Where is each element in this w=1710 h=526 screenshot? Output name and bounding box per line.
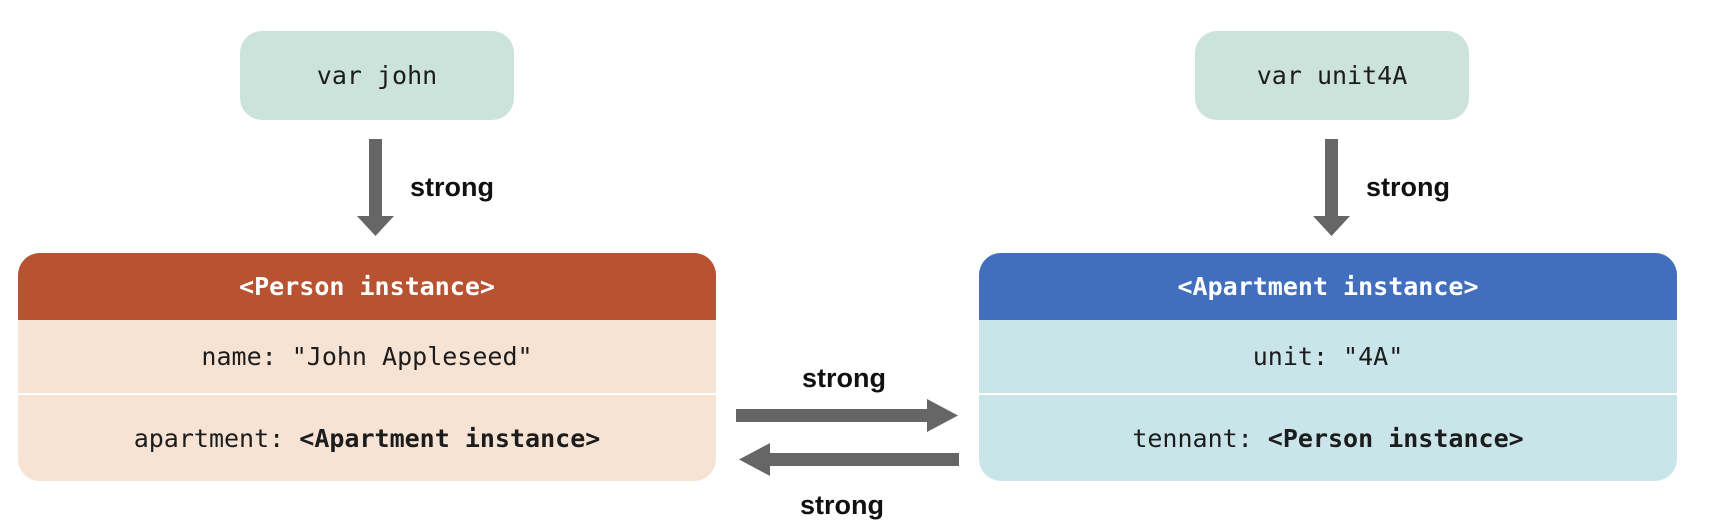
john-strong-label: strong — [410, 172, 494, 202]
apartment-instance-box: <Apartment instance> unit: "4A" tennant:… — [979, 253, 1677, 481]
person-apartment-row: apartment: <Apartment instance> — [18, 395, 716, 481]
apartment-tenant-value: <Person instance> — [1267, 423, 1524, 453]
person-apartment-value: <Apartment instance> — [299, 423, 601, 453]
var-john-box: var john — [240, 31, 514, 120]
person-instance-box: <Person instance> name: "John Appleseed"… — [18, 253, 716, 481]
var-john-label: var john — [316, 61, 438, 90]
apartment-instance-header: <Apartment instance> — [979, 253, 1677, 320]
apartment-unit-row: unit: "4A" — [979, 320, 1677, 395]
link-top-strong-label: strong — [802, 363, 886, 393]
apartment-tenant-key: tennant: — [1132, 423, 1268, 453]
unit4a-strong-label: strong — [1366, 172, 1450, 202]
person-name-text: name: "John Appleseed" — [201, 342, 533, 371]
var-unit4a-label: var unit4A — [1256, 61, 1408, 90]
john-to-person-arrow — [357, 139, 394, 236]
person-instance-title: <Person instance> — [239, 272, 495, 301]
person-instance-header: <Person instance> — [18, 253, 716, 320]
person-apartment-key: apartment: — [133, 423, 300, 453]
apartment-tenant-row: tennant: <Person instance> — [979, 395, 1677, 481]
person-name-row: name: "John Appleseed" — [18, 320, 716, 395]
apartment-unit-text: unit: "4A" — [1252, 342, 1404, 371]
link-bottom-strong-label: strong — [800, 490, 884, 520]
unit4a-to-apartment-arrow — [1313, 139, 1350, 236]
person-to-apartment-arrow — [736, 399, 958, 432]
var-unit4a-box: var unit4A — [1195, 31, 1469, 120]
apartment-instance-title: <Apartment instance> — [1177, 272, 1479, 301]
apartment-to-person-arrow — [739, 443, 959, 476]
